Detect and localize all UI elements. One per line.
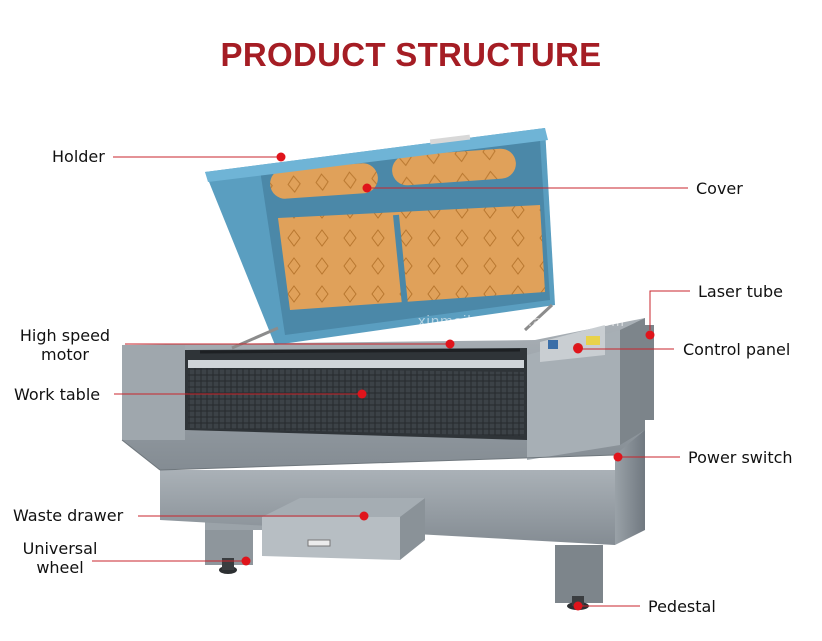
- page-title: PRODUCT STRUCTURE: [220, 36, 602, 73]
- dot-waste-drawer: [359, 511, 369, 521]
- waste-drawer-shape: [262, 498, 425, 560]
- dot-power-switch: [613, 452, 623, 462]
- watermark-text: xinmeilaser.en.alibaba.com: [418, 313, 625, 330]
- callout-universal-wheel: Universal wheel: [16, 539, 104, 577]
- callout-control-panel: Control panel: [683, 340, 791, 359]
- callout-high-speed-motor-line1: High speed: [19, 326, 111, 345]
- callout-pedestal: Pedestal: [648, 597, 716, 616]
- dot-holder: [276, 152, 286, 162]
- dot-control-panel: [573, 344, 583, 354]
- laser-tube-housing: [640, 325, 654, 420]
- dot-universal-wheel: [241, 556, 251, 566]
- callout-cover: Cover: [696, 179, 743, 198]
- callout-high-speed-motor: High speed motor: [14, 326, 116, 364]
- dot-work-table: [357, 389, 367, 399]
- dot-pedestal: [573, 601, 583, 611]
- leader-laser-tube: [649, 290, 690, 330]
- callout-power-switch: Power switch: [688, 448, 793, 467]
- callout-universal-wheel-line1: Universal: [22, 539, 98, 558]
- callout-holder: Holder: [52, 147, 105, 166]
- callout-waste-drawer: Waste drawer: [13, 506, 124, 525]
- dot-high-speed-motor: [445, 339, 455, 349]
- callout-work-table: Work table: [14, 385, 101, 404]
- callout-laser-tube: Laser tube: [698, 282, 783, 301]
- dot-cover: [362, 183, 372, 193]
- callout-universal-wheel-line2: wheel: [36, 558, 84, 577]
- callout-dots: [241, 152, 655, 611]
- lid-cover: [205, 128, 555, 350]
- dot-laser-tube: [645, 330, 655, 340]
- callout-high-speed-motor-line2: motor: [40, 345, 89, 364]
- callout-leaders: [92, 156, 690, 607]
